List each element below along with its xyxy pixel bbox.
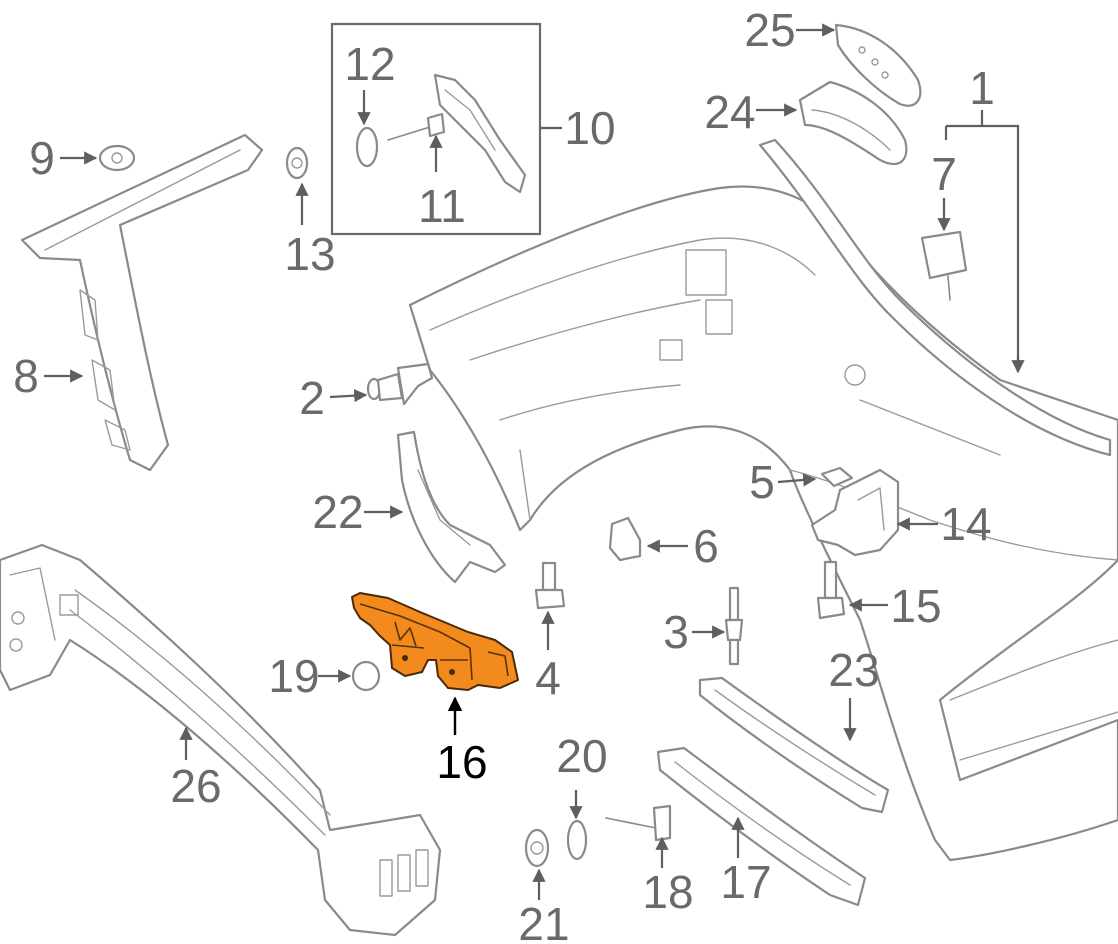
part-13-nut — [285, 146, 309, 180]
callout-15: 15 — [890, 580, 941, 632]
part-14-bracket — [810, 468, 900, 557]
part-21-nut — [524, 828, 550, 868]
part-17-rail — [656, 746, 867, 907]
callout-24: 24 — [704, 86, 755, 138]
callout-16: 16 — [436, 736, 487, 788]
callout-26: 26 — [170, 760, 221, 812]
callout-9: 9 — [29, 132, 55, 184]
part-3-stud — [724, 586, 744, 666]
part-9-clip — [98, 144, 136, 172]
callout-10: 10 — [564, 102, 615, 154]
callout-8: 8 — [13, 350, 39, 402]
part-7-tab — [920, 230, 968, 301]
callout-17: 17 — [720, 856, 771, 908]
leader-lines — [44, 23, 1025, 900]
part-15-bolt — [816, 560, 846, 620]
callout-22: 22 — [312, 486, 363, 538]
bumper-cover — [408, 185, 1118, 862]
callout-5: 5 — [749, 456, 775, 508]
callout-4: 4 — [535, 652, 561, 704]
part-24-cover — [798, 80, 908, 165]
callout-14: 14 — [940, 498, 991, 550]
callout-7: 7 — [931, 148, 957, 200]
part-20-washer — [566, 819, 588, 861]
callout-25: 25 — [744, 4, 795, 56]
part-6-clip — [608, 516, 642, 562]
side-strip — [758, 138, 1112, 457]
callout-2: 2 — [299, 372, 325, 424]
part-22-bracket — [396, 430, 507, 584]
part-25-cover — [834, 23, 922, 107]
callout-20: 20 — [556, 730, 607, 782]
part-26-reinforcement — [0, 543, 442, 937]
part-5-clip — [820, 466, 854, 488]
part-8-bracket — [20, 133, 264, 472]
callout-3: 3 — [663, 606, 689, 658]
callout-6: 6 — [693, 520, 719, 572]
callout-13: 13 — [284, 228, 335, 280]
part-16-bracket — [351, 592, 519, 691]
part-19-washer — [351, 660, 381, 692]
callout-labels: 1 2 3 4 5 6 7 8 9 10 11 12 13 14 15 16 1… — [13, 4, 995, 944]
part-2-pin — [366, 362, 434, 406]
part-18-stud — [605, 804, 672, 842]
callout-21: 21 — [518, 898, 569, 944]
part-23-rail — [698, 676, 890, 814]
part-4-bolt — [534, 561, 566, 610]
callout-12: 12 — [344, 38, 395, 90]
callout-11: 11 — [418, 180, 466, 232]
callout-23: 23 — [828, 644, 879, 696]
callout-19: 19 — [268, 650, 319, 702]
callout-1: 1 — [969, 62, 995, 114]
callout-18: 18 — [642, 866, 693, 918]
inset-box — [330, 22, 542, 236]
